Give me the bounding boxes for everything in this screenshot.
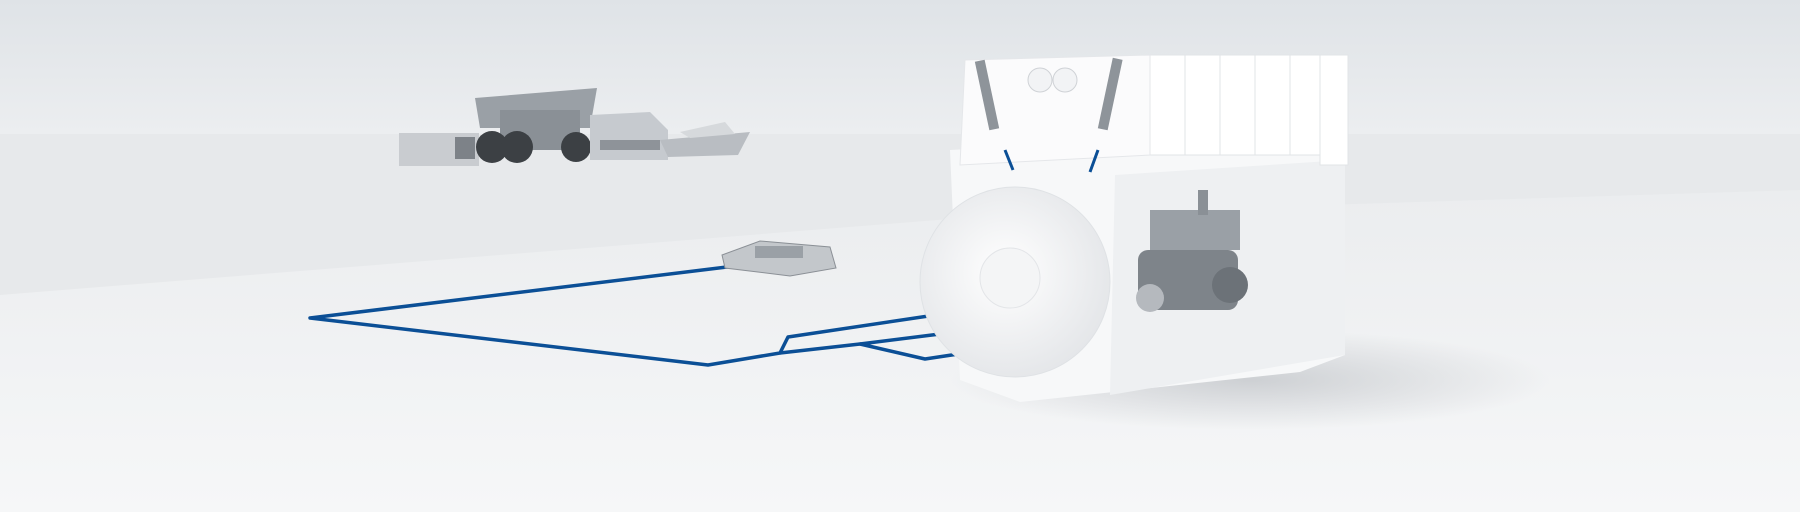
yacht-icon [660, 122, 750, 157]
injector-icon [1088, 57, 1123, 173]
generator-icon [399, 133, 479, 166]
floor-step [0, 134, 1800, 295]
control-unit-icon [721, 240, 837, 277]
locomotive-icon [590, 112, 668, 160]
sky-background [0, 0, 1800, 135]
fuel-pump-icon [1136, 190, 1248, 312]
injector-icon [974, 59, 1015, 171]
mining-truck-icon [475, 88, 597, 163]
engine-icon [919, 54, 1349, 402]
wiring-harness [308, 264, 966, 367]
